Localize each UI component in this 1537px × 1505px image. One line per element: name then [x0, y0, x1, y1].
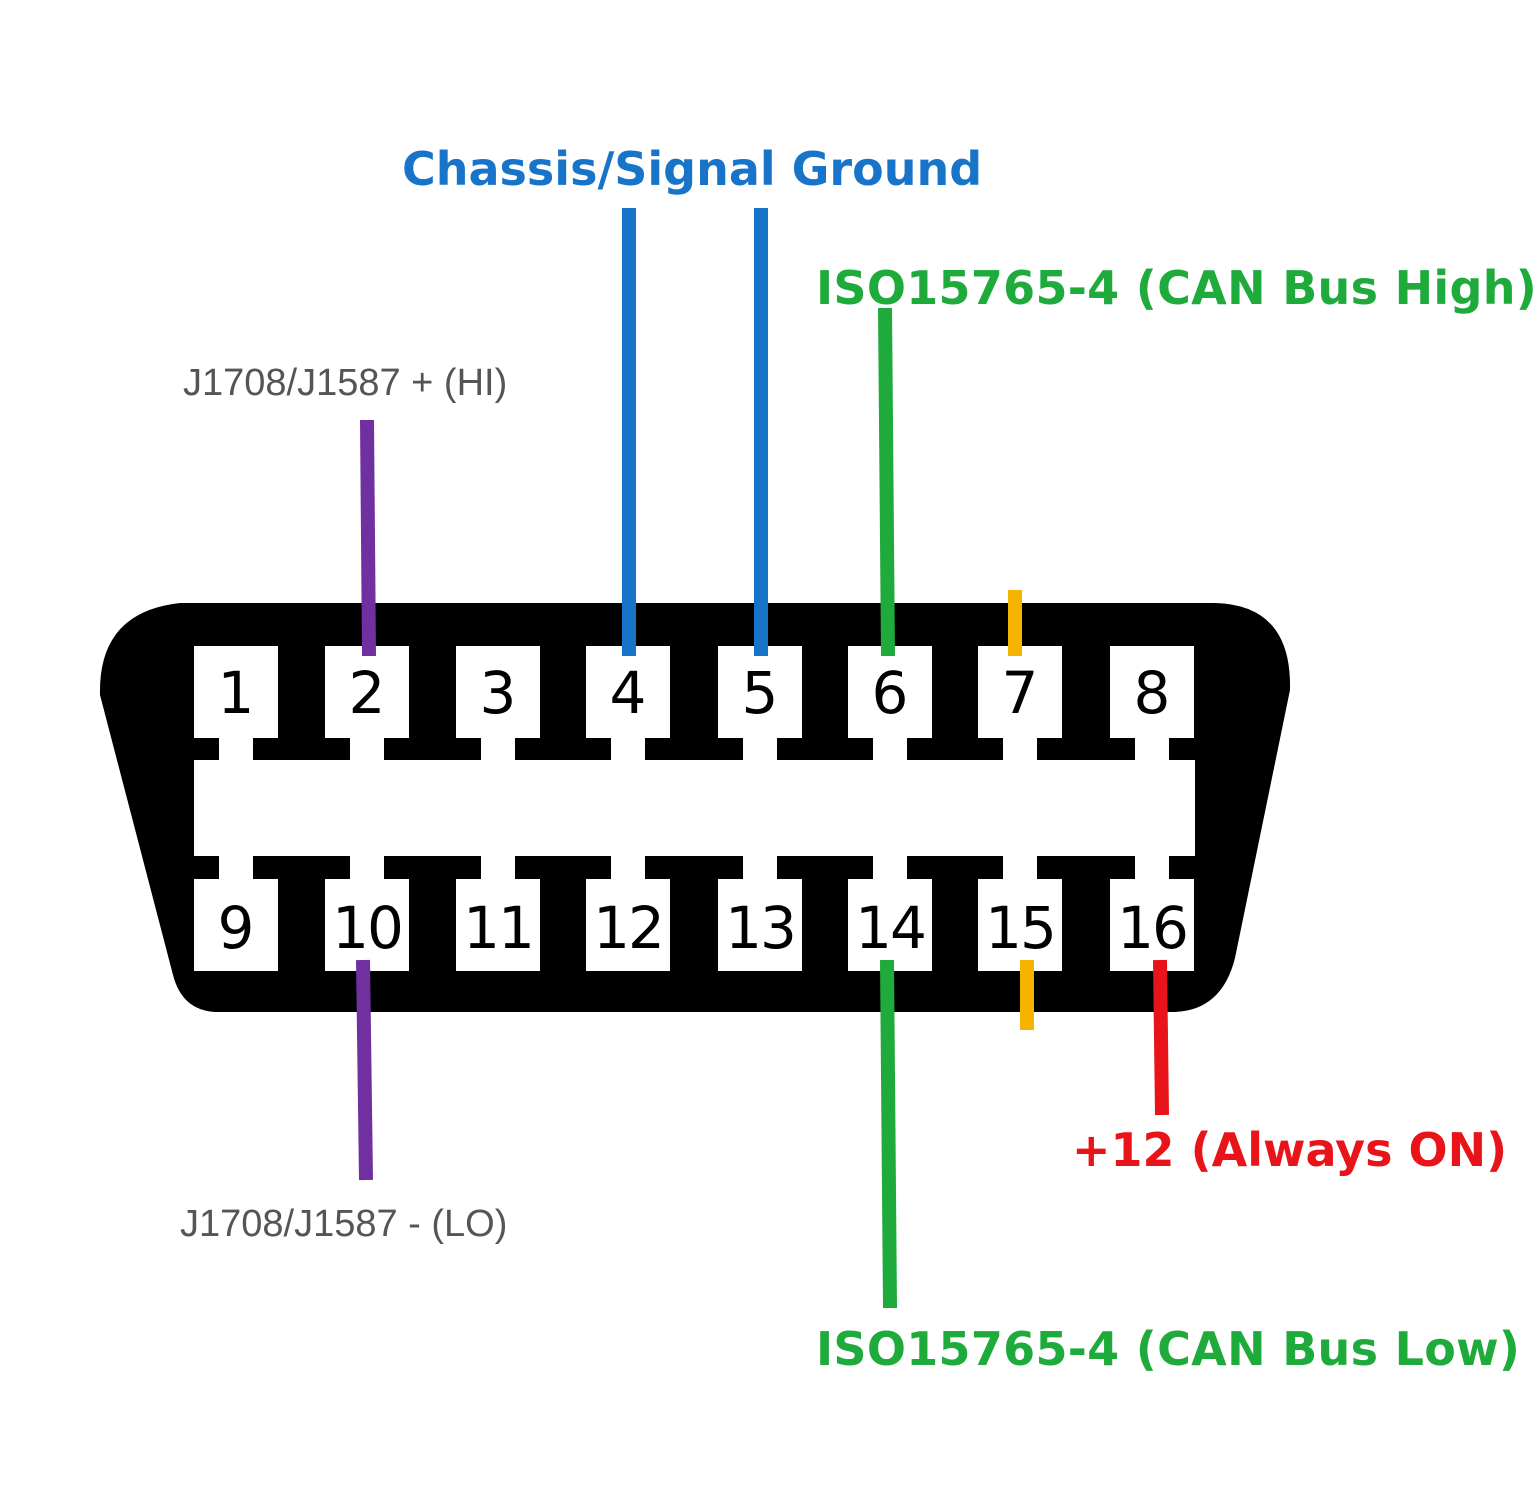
pin-cell-4 [586, 646, 670, 738]
pin-notch-8 [1135, 736, 1169, 764]
pin-number-16: 16 [1117, 894, 1187, 962]
pin-cell-2 [325, 646, 409, 738]
pin-number-3: 3 [480, 659, 517, 727]
pin-cell-16 [1110, 879, 1194, 971]
ground-label: Chassis/Signal Ground [402, 142, 983, 196]
pin-number-1: 1 [218, 659, 255, 727]
pin-notch-4 [611, 736, 645, 764]
pin-number-6: 6 [872, 659, 909, 727]
pin-notch-1 [219, 736, 253, 764]
wire-pin-16 [1153, 959, 1169, 1116]
wire-pin-6 [878, 307, 895, 657]
pin-cell-11 [456, 879, 540, 971]
j1708-lo-label: J1708/J1587 - (LO) [180, 1203, 508, 1245]
pin-number-10: 10 [332, 894, 402, 962]
pin-cell-13 [718, 879, 802, 971]
pin-notch-3 [481, 736, 515, 764]
center-channel [194, 760, 1195, 856]
pin-cell-15 [978, 879, 1062, 971]
pin-number-4: 4 [610, 659, 647, 727]
pin-notch-5 [743, 736, 777, 764]
pin-cell-6 [848, 646, 932, 738]
wire-pin-14 [880, 959, 897, 1309]
pin-notch-14 [873, 854, 907, 882]
pin-notch-16 [1135, 854, 1169, 882]
pin-cell-5 [718, 646, 802, 738]
pin-number-2: 2 [349, 659, 386, 727]
pin-number-12: 12 [593, 894, 663, 962]
pin-notch-10 [350, 854, 384, 882]
pin-cell-12 [586, 879, 670, 971]
pin-cell-14 [848, 879, 932, 971]
pin-cell-1 [194, 646, 278, 738]
pin-number-11: 11 [463, 894, 533, 962]
pin-number-14: 14 [855, 894, 925, 962]
pin-cell-10 [325, 879, 409, 971]
pin-cell-9 [194, 879, 278, 971]
pin-number-13: 13 [725, 894, 795, 962]
pin-notch-7 [1003, 736, 1037, 764]
pin-notch-12 [611, 854, 645, 882]
wire-pin-10 [356, 959, 373, 1181]
pin-cell-7 [978, 646, 1062, 738]
pin-number-8: 8 [1134, 659, 1171, 727]
pin-notch-2 [350, 736, 384, 764]
can-high-label: ISO15765-4 (CAN Bus High) [816, 261, 1537, 315]
pin-number-9: 9 [218, 894, 255, 962]
pin-number-7: 7 [1002, 659, 1039, 727]
wire-pin-2 [360, 419, 376, 657]
pin-number-15: 15 [985, 894, 1055, 962]
pin-cell-3 [456, 646, 540, 738]
pin-notch-11 [481, 854, 515, 882]
pin-notch-6 [873, 736, 907, 764]
can-low-label: ISO15765-4 (CAN Bus Low) [816, 1322, 1521, 1376]
j1708-hi-label: J1708/J1587 + (HI) [183, 362, 508, 404]
pin-notch-15 [1003, 854, 1037, 882]
pin-number-5: 5 [742, 659, 779, 727]
power-label: +12 (Always ON) [1072, 1123, 1508, 1177]
pin-notch-9 [219, 854, 253, 882]
pin-cell-8 [1110, 646, 1194, 738]
pin-notch-13 [743, 854, 777, 882]
